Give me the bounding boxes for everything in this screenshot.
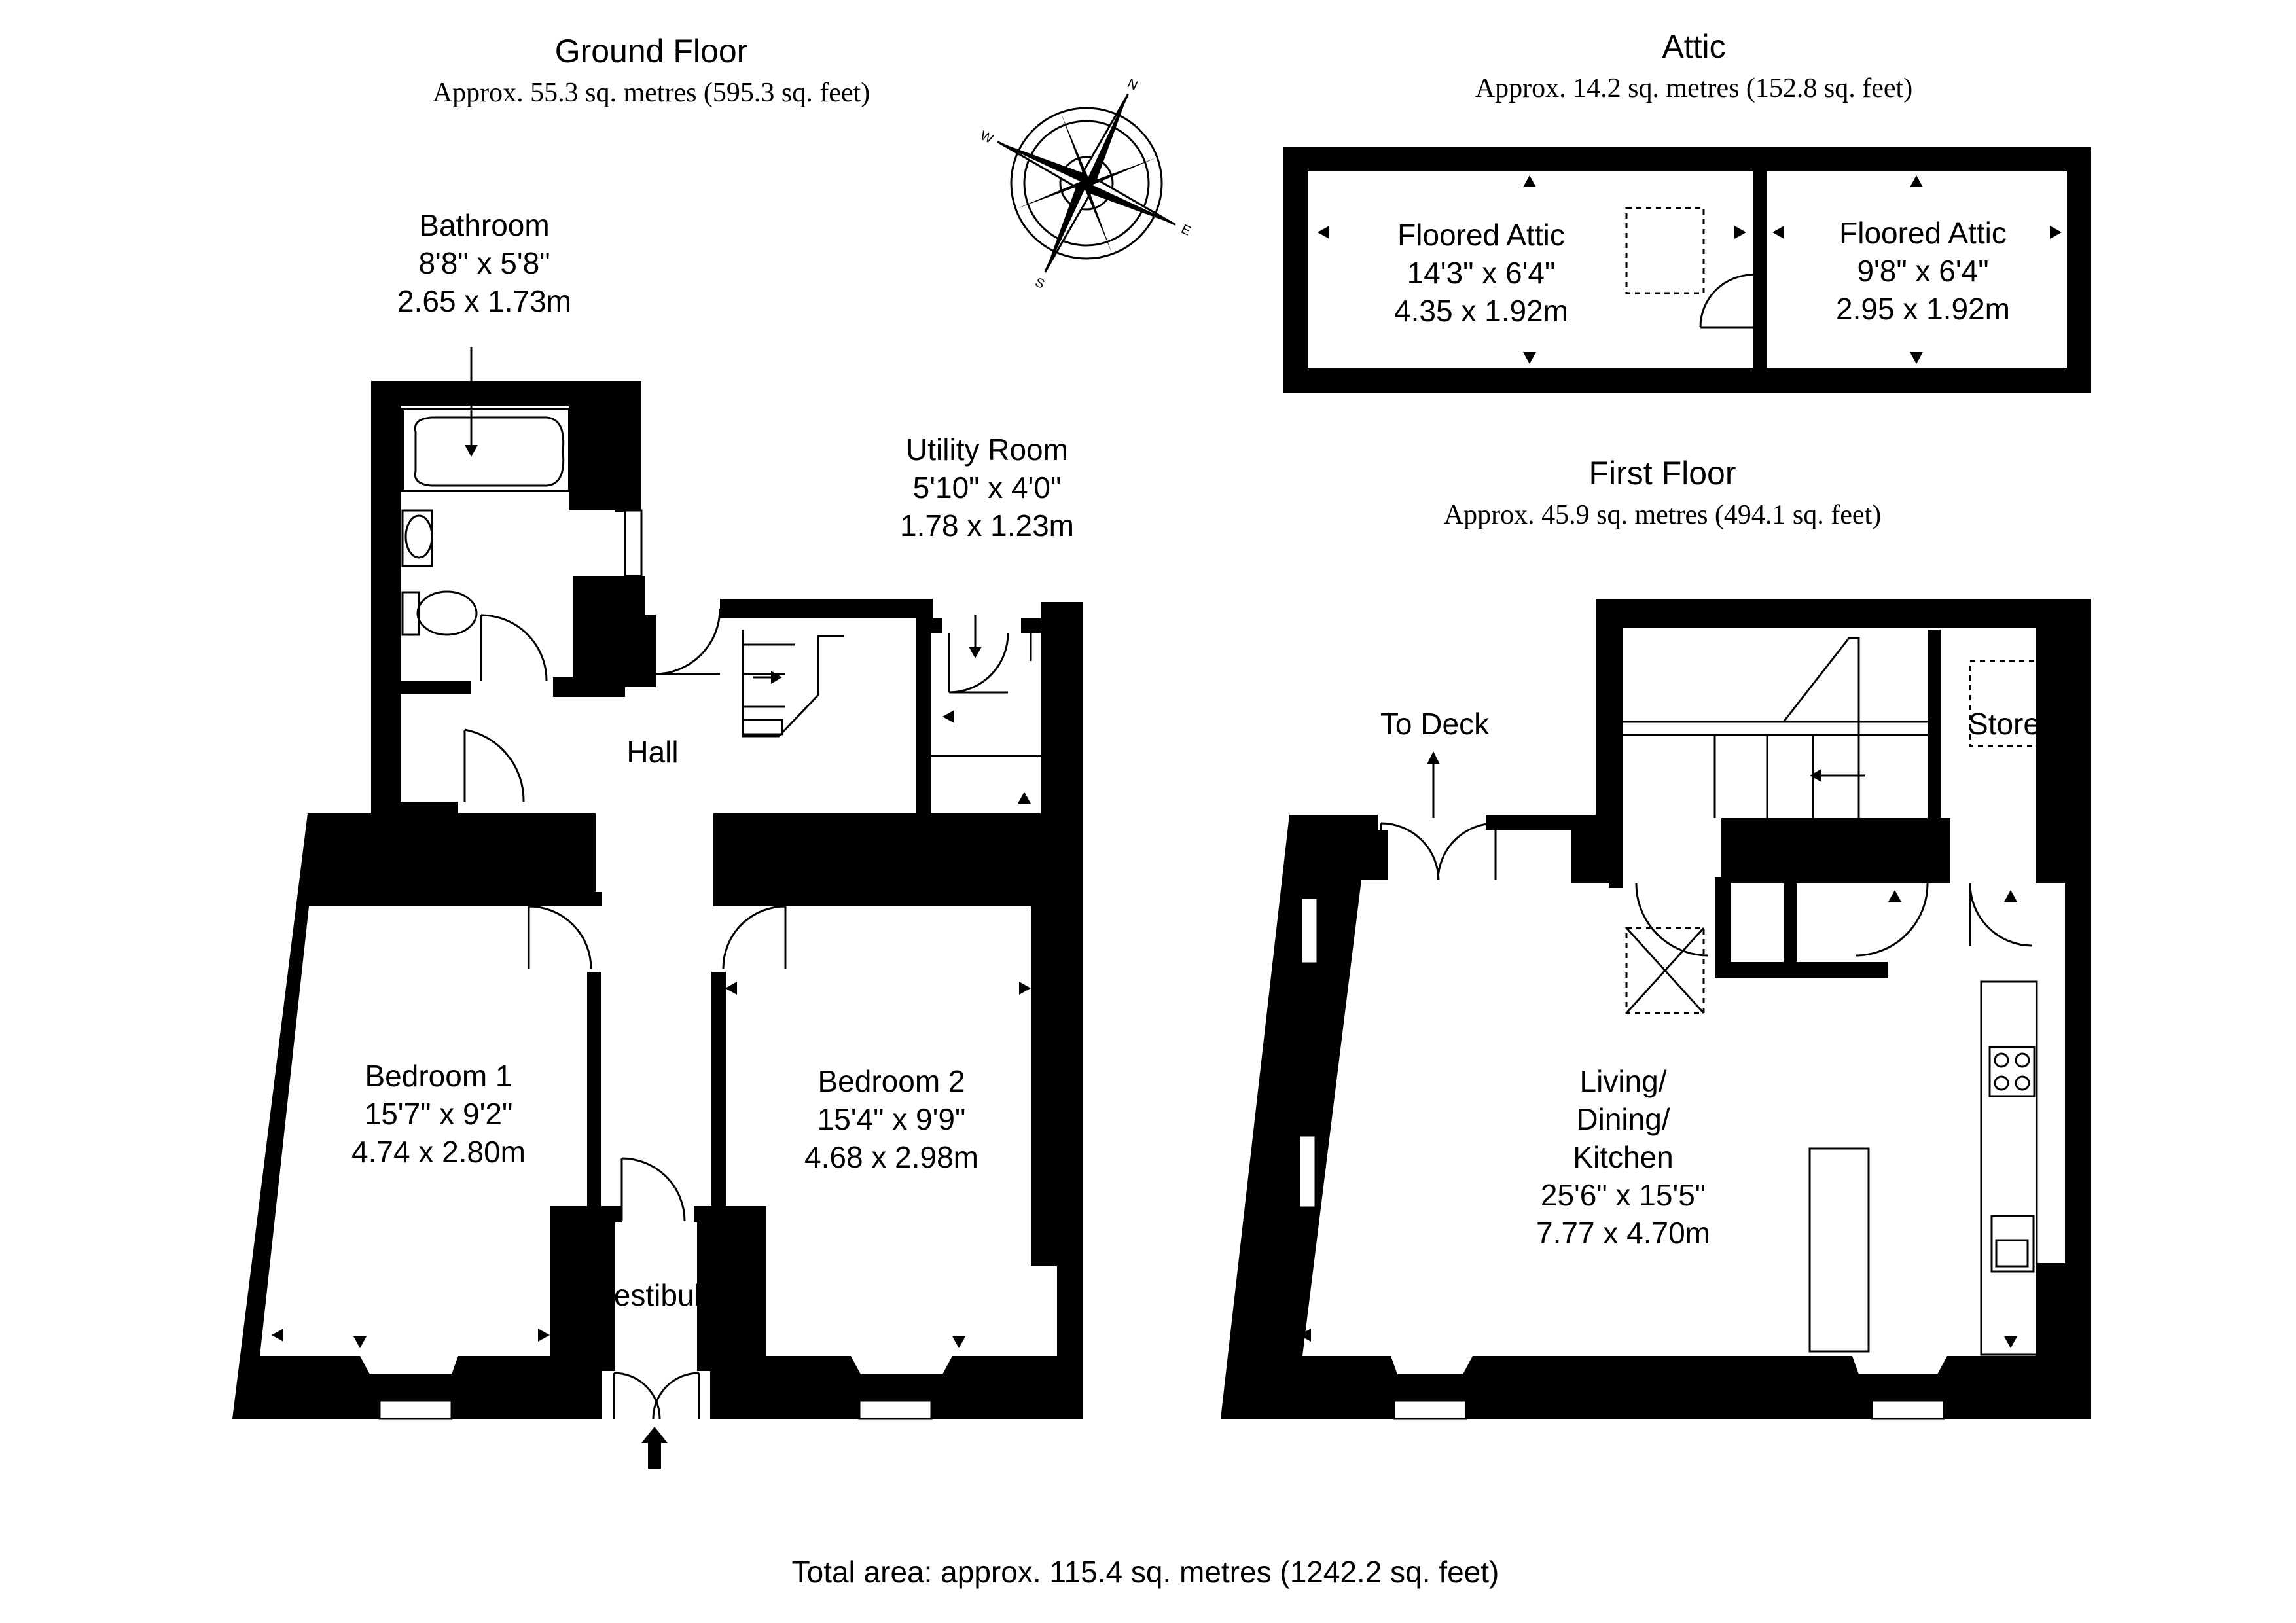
total-area: Total area: approx. 115.4 sq. metres (12… [792, 1555, 1499, 1589]
attic1-imperial: 14'3" x 6'4" [1407, 256, 1556, 290]
compass-label-s: S [1033, 275, 1047, 292]
wall-vestibule-right [746, 1206, 766, 1419]
door-front [613, 1372, 700, 1419]
wall-bedroom2-inner [711, 972, 726, 1240]
attic-area: Approx. 14.2 sq. metres (152.8 sq. feet) [1475, 73, 1912, 103]
wall-utility-top2 [1021, 618, 1047, 633]
attic2-name: Floored Attic [1839, 216, 2007, 250]
stairs-lines [742, 630, 844, 738]
toilet-icon [416, 590, 478, 636]
wall-cupboard-row [1721, 818, 1950, 883]
bath-icon [401, 408, 571, 492]
first-floor-plan [1221, 599, 2091, 1420]
door-store [1969, 883, 2033, 947]
utility-metric: 1.78 x 1.23m [900, 508, 1074, 543]
door-bedroom1 [528, 905, 592, 969]
door-cupboard-right [1855, 883, 1929, 957]
wall-utility-top [923, 618, 942, 633]
wall-vestibule-left [550, 1206, 569, 1419]
basin-icon [404, 514, 433, 559]
living-hatch [1625, 927, 1705, 1014]
compass-rose-icon: N E S W [978, 77, 1193, 292]
attic-plan [1283, 147, 2091, 393]
wall-vestibule-top-r [694, 1206, 766, 1222]
ground-floor-area: Approx. 55.3 sq. metres (595.3 sq. feet) [433, 78, 870, 108]
first-floor-area: Approx. 45.9 sq. metres (494.1 sq. feet) [1444, 500, 1881, 530]
wall-bathroom-right [615, 381, 641, 512]
bedroom2-window [858, 1399, 933, 1420]
ground-floor-title: Ground Floor [555, 33, 748, 69]
bedroom1-imperial: 15'7" x 9'2" [365, 1097, 513, 1131]
living-metric: 7.77 x 4.70m [1536, 1216, 1710, 1250]
wall-hall-post [643, 615, 656, 687]
bedroom1-name: Bedroom 1 [365, 1059, 512, 1093]
wall-bedroom1-inner [587, 972, 601, 1240]
window-living-1 [1300, 897, 1319, 965]
bedroom1-metric: 4.74 x 2.80m [351, 1135, 526, 1169]
utility-name: Utility Room [906, 433, 1068, 467]
store-name: Store [1968, 707, 2040, 741]
stairs-landing [742, 719, 783, 736]
living-line3: Kitchen [1573, 1140, 1673, 1174]
bedroom1-window [378, 1399, 453, 1420]
living-line2: Dining/ [1576, 1102, 1670, 1136]
attic2-imperial: 9'8" x 6'4" [1857, 254, 1988, 288]
kitchen-island [1808, 1147, 1870, 1353]
attic2-metric: 2.95 x 1.92m [1836, 292, 2010, 326]
first-floor-title: First Floor [1589, 455, 1736, 491]
attic1-name: Floored Attic [1397, 218, 1565, 252]
utility-imperial: 5'10" x 4'0" [913, 471, 1062, 505]
wall-bedroom2-outer [697, 602, 1083, 1419]
door-bedroom2 [722, 905, 787, 969]
sink-icon [1990, 1215, 2035, 1273]
wall-vestibule-top-l [550, 1206, 622, 1222]
living-line1: Living/ [1580, 1064, 1667, 1098]
window-living-2 [1298, 1134, 1317, 1209]
attic-hatch [1625, 207, 1705, 294]
compass-label-e: E [1179, 222, 1193, 239]
bedroom2-imperial: 15'4" x 9'9" [817, 1102, 966, 1136]
wall-bedroom1-outer [232, 813, 615, 1419]
attic-title: Attic [1662, 28, 1725, 65]
bathroom-name: Bathroom [419, 208, 549, 242]
attic-door [1699, 274, 1753, 329]
door-hall-top [654, 608, 721, 675]
vestibule-name: Vestibule [596, 1278, 718, 1312]
bedroom2-name: Bedroom 2 [817, 1064, 965, 1098]
bathroom-window [624, 509, 643, 577]
hall-name: Hall [626, 735, 678, 769]
door-utility [948, 633, 1009, 694]
labels: Ground Floor Approx. 55.3 sq. metres (59… [351, 28, 2040, 1589]
compass-label-n: N [1125, 77, 1139, 94]
kitchen-counter [1980, 980, 2038, 1356]
window-living-4 [1871, 1399, 1945, 1420]
ground-floor-plan [232, 347, 1083, 1469]
window-living-3 [1393, 1399, 1467, 1420]
door-bathroom [480, 614, 548, 681]
wall-hall-divider [916, 618, 931, 818]
wall-bathroom [371, 381, 645, 815]
bathroom-imperial: 8'8" x 5'8" [418, 246, 550, 280]
attic1-metric: 4.35 x 1.92m [1394, 294, 1568, 328]
bedroom2-metric: 4.68 x 2.98m [804, 1140, 978, 1174]
to-deck-label: To Deck [1380, 707, 1490, 741]
door-cupboard-left [1635, 883, 1709, 957]
compass-label-w: W [978, 128, 996, 147]
wall-hall-top [720, 599, 933, 618]
bathroom-metric: 2.65 x 1.73m [397, 284, 571, 318]
door-hall-cupboard [463, 728, 525, 802]
door-to-deck [1380, 822, 1497, 881]
hob-icon [1988, 1046, 2036, 1097]
door-vestibule [620, 1157, 686, 1222]
living-imperial: 25'6" x 15'5" [1541, 1178, 1706, 1212]
